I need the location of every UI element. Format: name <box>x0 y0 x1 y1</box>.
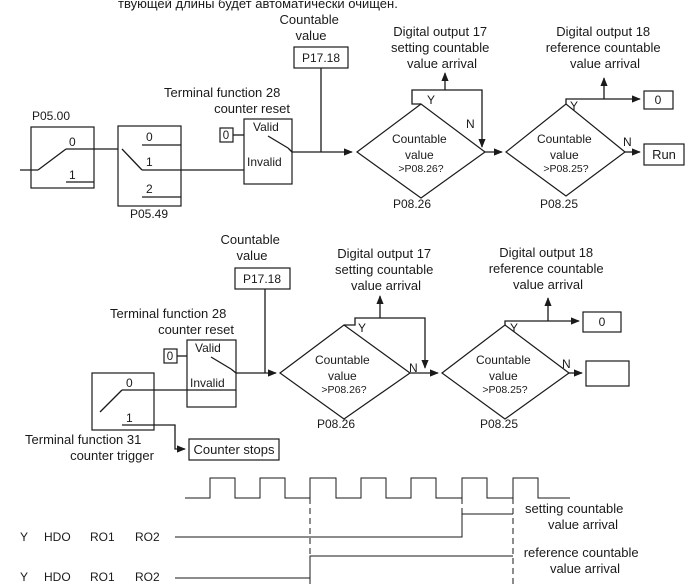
sel-a-1: 1 <box>69 168 76 182</box>
timing-label-setting: setting countable value arrival <box>525 501 627 532</box>
reset-input-1: 0 <box>223 130 229 142</box>
output-zero-2: 0 <box>599 315 606 329</box>
countable-value-title-1: Countable value <box>280 12 343 43</box>
decision-text-1b: Countable value >P08.25? <box>537 132 595 175</box>
run-label: Run <box>652 147 676 162</box>
timing-signal-2 <box>175 555 513 579</box>
counter-stops-label: Counter stops <box>194 442 275 457</box>
digital-output-18-label-2: Digital output 18 reference countable va… <box>489 245 608 292</box>
invalid-1: Invalid <box>247 155 282 169</box>
sel-b-0: 0 <box>146 130 153 144</box>
countable-param-1: P17.18 <box>302 51 340 65</box>
timing-row1-labels: Y HDO RO1 RO2 <box>20 530 160 544</box>
countable-param-2: P17.18 <box>243 272 281 286</box>
timing-diagram: Y HDO RO1 RO2 Y HDO RO1 RO2 setting coun… <box>20 477 643 586</box>
terminal-28-label-1: Terminal function 28 counter reset <box>164 85 290 116</box>
pulse-train <box>185 477 570 499</box>
p0826-label-1: P08.26 <box>393 197 431 211</box>
sel-a-0: 0 <box>69 135 76 149</box>
cropped-top-text: твующей длины будет автоматически очищен… <box>118 0 398 11</box>
terminal-31-label: Terminal function 31 counter trigger <box>25 432 155 463</box>
reset-switch-1 <box>243 118 293 185</box>
valid-2: Valid <box>195 341 221 355</box>
n-label-2b: N <box>562 357 571 371</box>
terminal-28-label-2: Terminal function 28 counter reset <box>110 306 234 337</box>
sel-b-2: 2 <box>146 182 153 196</box>
countable-param-box-2 <box>234 267 291 290</box>
decision-text-2b: Countable value >P08.25? <box>476 353 534 396</box>
p0500-label: P05.00 <box>32 109 70 123</box>
diagram-2: Countable value P17.18 Digital output 17… <box>25 232 630 463</box>
trig-0: 0 <box>126 376 133 390</box>
trigger-selector <box>91 372 155 431</box>
timing-signal-1 <box>175 513 513 538</box>
p0825-label-1: P08.25 <box>540 197 578 211</box>
countable-value-title-2: Countable value <box>221 232 284 263</box>
digital-output-18-label-1: Digital output 18 reference countable va… <box>546 24 665 71</box>
counter-stops-box <box>188 438 280 461</box>
selector-p0500 <box>30 126 95 189</box>
valid-1: Valid <box>253 120 279 134</box>
reset-input-2: 0 <box>167 351 173 363</box>
decision-text-1a: Countable value >P08.26? <box>392 132 450 175</box>
timing-row2-labels: Y HDO RO1 RO2 <box>20 570 160 584</box>
y-label-1b: Y <box>570 99 578 113</box>
reset-switch-2 <box>186 339 237 408</box>
timing-label-reference: reference countable value arrival <box>524 545 643 576</box>
n-label-1b: N <box>623 135 632 149</box>
p0826-label-2: P08.26 <box>317 417 355 431</box>
y-label-2b: Y <box>510 321 518 335</box>
output-zero-box-2 <box>582 311 622 333</box>
y-label-2a: Y <box>358 321 366 335</box>
p0825-label-2: P08.25 <box>480 417 518 431</box>
decision-text-2a: Countable value >P08.26? <box>315 353 373 396</box>
selector-p0549 <box>117 125 182 207</box>
sel-b-1: 1 <box>146 155 153 169</box>
y-label-1a: Y <box>427 93 435 107</box>
output-zero-box-1 <box>643 90 674 110</box>
trig-1: 1 <box>126 411 133 425</box>
output-blank-box <box>585 360 630 387</box>
digital-output-17-label-2: Digital output 17 setting countable valu… <box>335 246 437 293</box>
digital-output-17-label-1: Digital output 17 setting countable valu… <box>391 24 493 71</box>
invalid-2: Invalid <box>190 376 225 390</box>
output-zero-1: 0 <box>655 93 662 107</box>
run-box <box>643 143 685 166</box>
n-label-2a: N <box>409 361 418 375</box>
n-label-1a: N <box>466 117 475 131</box>
diagram-1: Countable value P17.18 Digital output 17… <box>20 12 685 221</box>
p0549-label: P05.49 <box>130 207 168 221</box>
